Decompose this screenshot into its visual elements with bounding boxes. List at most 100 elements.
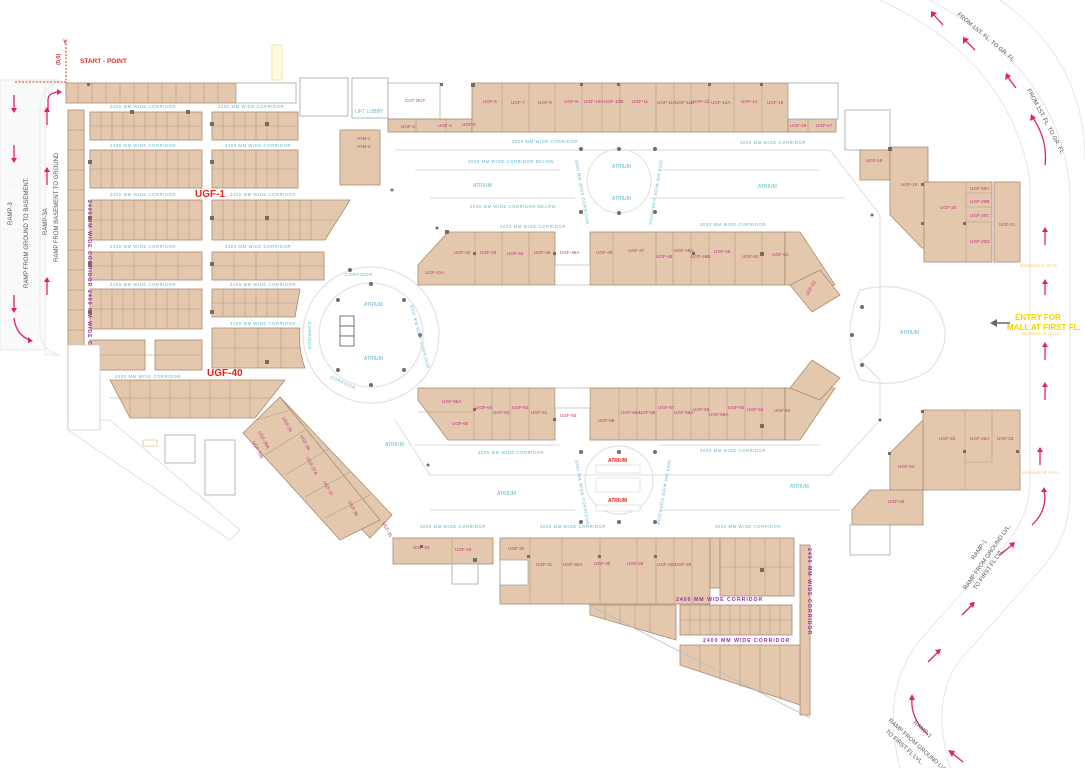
svg-text:3000 MM WIDE CORRIDOR: 3000 MM WIDE CORRIDOR (409, 304, 431, 369)
svg-text:2400 MM WIDE CORRIDOR: 2400 MM WIDE CORRIDOR (218, 104, 284, 109)
svg-text:ATRIUM: ATRIUM (612, 196, 631, 202)
svg-text:2400 MM WIDE CORRIDOR: 2400 MM WIDE CORRIDOR (225, 143, 291, 148)
shop-label: UGF-20B (970, 199, 989, 204)
svg-text:2400 MM WIDE CORRIDOR: 2400 MM WIDE CORRIDOR (225, 244, 291, 249)
shop-label: UGF-65A (442, 399, 462, 404)
shop-label: UGF-6 (483, 99, 497, 104)
shop-label: UGF-30 (594, 561, 611, 566)
shop-label: UGF-23 (997, 436, 1014, 441)
shop-label: UGF-11 (632, 99, 648, 104)
shop-label: UGF-35 (381, 521, 393, 538)
shop-label: UGF-17 (816, 123, 833, 128)
corridor-label: 2400 MM WIDE CORRIDOR (676, 597, 763, 603)
shop-label: UGF-45 (534, 250, 551, 255)
shop-label: UGF-19 (901, 182, 918, 187)
shop-label: UGF-22 (939, 436, 956, 441)
shop-label: UGF-63 (493, 410, 510, 415)
top-row-shops: UGF-3 UGF-4 UGF-5 UGF-6 UGF-7 UGF-8 UGF-… (387, 82, 891, 151)
shop-label: UGF-20A (970, 186, 990, 191)
shop-label: UGF-60 (560, 413, 577, 418)
corridor-label: 2400 MM WIDE CORRIDOR (806, 548, 812, 635)
ramp-3-desc: RAMP FROM GROUND TO BASEMENT. (24, 177, 30, 288)
shop-label: UGF-10B (604, 99, 623, 104)
ramp-3-label: RAMP-3 (8, 202, 14, 225)
shop-label: UGF-49 (714, 249, 731, 254)
shop-label: UGF-41A (425, 270, 445, 275)
atrium-red-label: ATRIUM (608, 458, 627, 464)
shop-label: UGF-58A (621, 410, 641, 415)
svg-text:ENTRANCE AT 1ST FL: ENTRANCE AT 1ST FL (1020, 264, 1058, 268)
up-arrow-icon (13, 89, 62, 343)
shop-label: UGF-31 (536, 562, 553, 567)
right-ramp-arrows: FROM 1ST. FL. TO GR. FL. FROM 1ST. FL. T… (884, 11, 1065, 768)
upper-center-shops: UGF-41A UGF-42 UGF-43 UGF-44 UGF-45 UGF-… (417, 231, 841, 313)
svg-text:CORRIDOR: CORRIDOR (307, 322, 312, 350)
shop-label: UGF-28 (675, 562, 692, 567)
start-point-label: START - POINT (80, 58, 127, 65)
svg-text:3000 MM WIDE CORRIDOR: 3000 MM WIDE CORRIDOR (700, 222, 766, 227)
svg-text:ATRIUM: ATRIUM (608, 498, 627, 504)
origin-marker: Y (0,0) START - POINT (15, 40, 127, 84)
svg-text:ATRIUM: ATRIUM (612, 164, 631, 170)
svg-text:2400 MM WIDE CORRIDOR: 2400 MM WIDE CORRIDOR (86, 290, 92, 377)
left-ramps: RAMP-3 RAMP FROM GROUND TO BASEMENT. RAM… (8, 89, 62, 343)
svg-text:ATRIUM: ATRIUM (758, 184, 777, 190)
svg-text:3000 MM WIDE CORRIDOR: 3000 MM WIDE CORRIDOR (656, 460, 672, 526)
entry-marker: ENTRY FOR MALL AT FIRST FL. ENTRANCE AT … (990, 264, 1081, 475)
lower-center-shops: UGF-65A UGF-65 UGF-64 UGF-63 UGF-62 UGF-… (417, 359, 841, 441)
svg-text:2400 MM WIDE CORRIDOR: 2400 MM WIDE CORRIDOR (110, 143, 176, 148)
corridor-label: 2400 MM WIDE CORRIDOR (86, 200, 92, 287)
svg-text:ATRIUM: ATRIUM (790, 484, 809, 490)
svg-text:CORRIDOR: CORRIDOR (330, 374, 357, 390)
atm-2-label: ATM-2 (357, 144, 371, 149)
svg-text:ATRIUM: ATRIUM (900, 330, 919, 336)
zone-label-ugf1: UGF-1 (195, 189, 225, 200)
entry-arrow-icon (990, 319, 1010, 327)
shop-label: UGF-12 (693, 99, 710, 104)
shop-label: UGF-20D (970, 239, 990, 244)
shop-label: UGF-42 (454, 250, 471, 255)
ramp-1-label: RAMP-1 (912, 720, 933, 740)
shop-label: UGF-22A (970, 436, 990, 441)
bottom-row-shops: UGF-34 UGF-33 UGF-32 UGF-31 UGF-30A UGF-… (392, 537, 812, 719)
shop-label: UGF-11A (657, 100, 677, 105)
diagonal-shops: UGF-39 UGF-39A UGF-39B UGF-38 UGF-37A UG… (242, 396, 393, 541)
svg-text:3000 MM WIDE CORRIDOR: 3000 MM WIDE CORRIDOR (420, 524, 486, 529)
svg-text:3000 MM WIDE CORRIDOR: 3000 MM WIDE CORRIDOR (648, 160, 664, 226)
ramp-3a-label: RAMP-3A (43, 208, 49, 235)
down-arrow-icon (11, 95, 17, 313)
zone-label-ugf40: UGF-40 (207, 368, 243, 379)
shop-label: UGF-48 (656, 254, 673, 259)
shop-label: UGF-9 (564, 99, 578, 104)
origin-coords: (0,0) (56, 54, 62, 65)
shop-label: UGF-10A (584, 99, 604, 104)
shop-label: UGF-51 (772, 252, 789, 257)
shop-label: UGF-8 (538, 100, 552, 105)
ramp-direction-label: FROM 1ST. FL. TO GR. FL. (1025, 88, 1065, 157)
shop-label: UGF-12A (711, 100, 731, 105)
shop-label: UGF-24 (898, 464, 915, 469)
svg-text:ATRIUM: ATRIUM (385, 442, 404, 448)
ramp-3a-desc: RAMP FROM BASEMENT TO GROUND (54, 152, 60, 262)
shop-label: UGF-14 (741, 99, 758, 104)
right-shops: UGF-18 UGF-19 UGF-20 UGF-20A UGF-20B UGF… (849, 146, 1021, 556)
svg-text:3000 MM WIDE CORRIDOR BELOW: 3000 MM WIDE CORRIDOR BELOW (470, 204, 556, 209)
shop-label: UGF-4 (438, 123, 452, 128)
shop-label: UGF-54 (747, 407, 764, 412)
shop-label: UGF-3 (401, 124, 415, 129)
atm-1-label: ATM-1 (357, 136, 371, 141)
svg-text:ENTRANCE AT 1ST FL: ENTRANCE AT 1ST FL (1022, 471, 1060, 475)
shop-label: UGF-43 (480, 250, 497, 255)
shop-label: UGF-46 (596, 250, 613, 255)
central-atrium: 3000 MM WIDE CORRIDOR BELOW 3000 MM WIDE… (302, 139, 946, 529)
shop-label: UGF-29 (627, 561, 644, 566)
svg-text:2400 MM WIDE CORRIDOR: 2400 MM WIDE CORRIDOR (110, 244, 176, 249)
entry-label-line2: MALL AT FIRST FL. (1007, 323, 1081, 332)
shop-label: UGF-15 (767, 100, 784, 105)
svg-text:ATRIUM: ATRIUM (364, 302, 383, 308)
shop-label: UGF-30A (563, 562, 583, 567)
shop-label: UGF-25 (888, 499, 905, 504)
shop-label: UGF-55A (709, 412, 729, 417)
shop-label: UGF-65 (452, 421, 469, 426)
